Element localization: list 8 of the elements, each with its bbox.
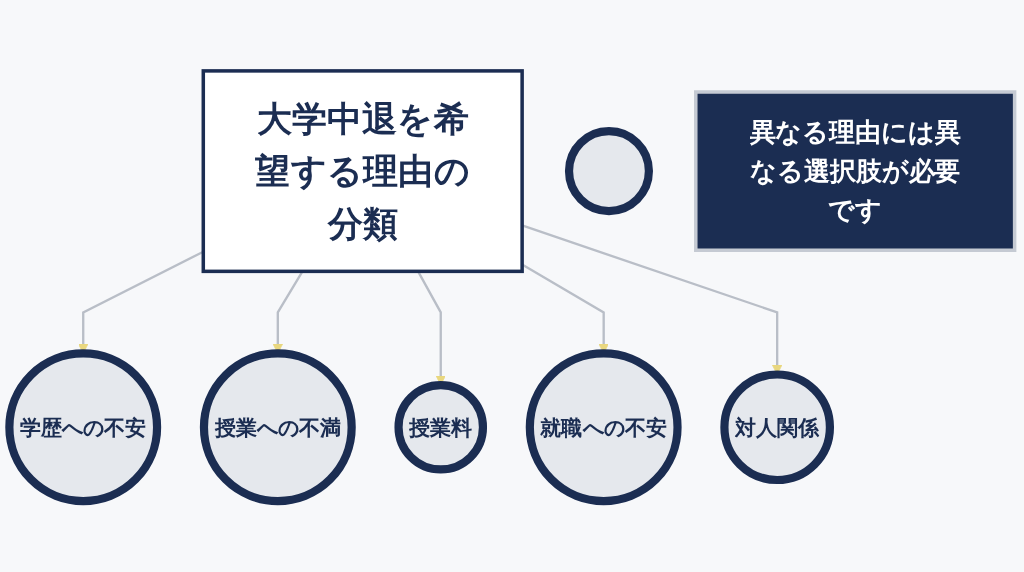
node-circle: 授業料 bbox=[394, 380, 488, 474]
node-box: 大学中退を希望する理由の分類 bbox=[201, 69, 524, 274]
node-circle: 就職への不安 bbox=[525, 349, 682, 506]
node-circle: 対人関係 bbox=[720, 370, 835, 485]
node-circle bbox=[564, 127, 653, 216]
node-box: 異なる理由には異なる選択肢が必要です bbox=[694, 90, 1017, 252]
node-circle: 授業への不満 bbox=[199, 349, 356, 506]
node-circle: 学歴への不安 bbox=[5, 349, 162, 506]
